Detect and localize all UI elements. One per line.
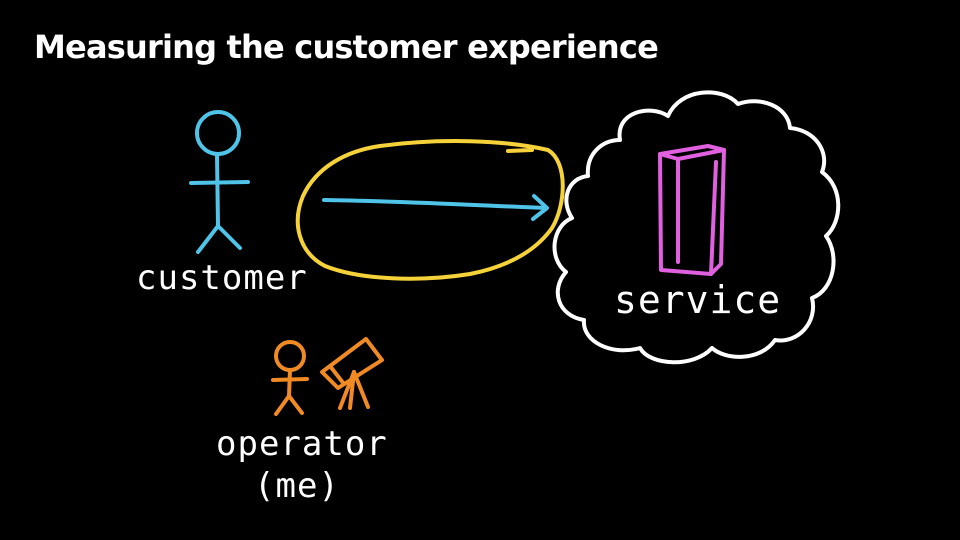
customer-label: customer <box>136 258 308 298</box>
cloud-icon <box>552 90 841 365</box>
slide-title: Measuring the customer experience <box>34 28 659 66</box>
operator-note-label: (me) <box>254 466 340 506</box>
request-loop-icon <box>295 139 565 281</box>
server-box-icon <box>658 144 726 276</box>
service-label: service <box>614 278 782 322</box>
customer-icon <box>189 110 250 254</box>
request-arrow-icon <box>322 194 549 221</box>
operator-label: operator <box>216 424 388 464</box>
operator-icon <box>271 340 309 416</box>
telescope-icon <box>320 337 384 410</box>
